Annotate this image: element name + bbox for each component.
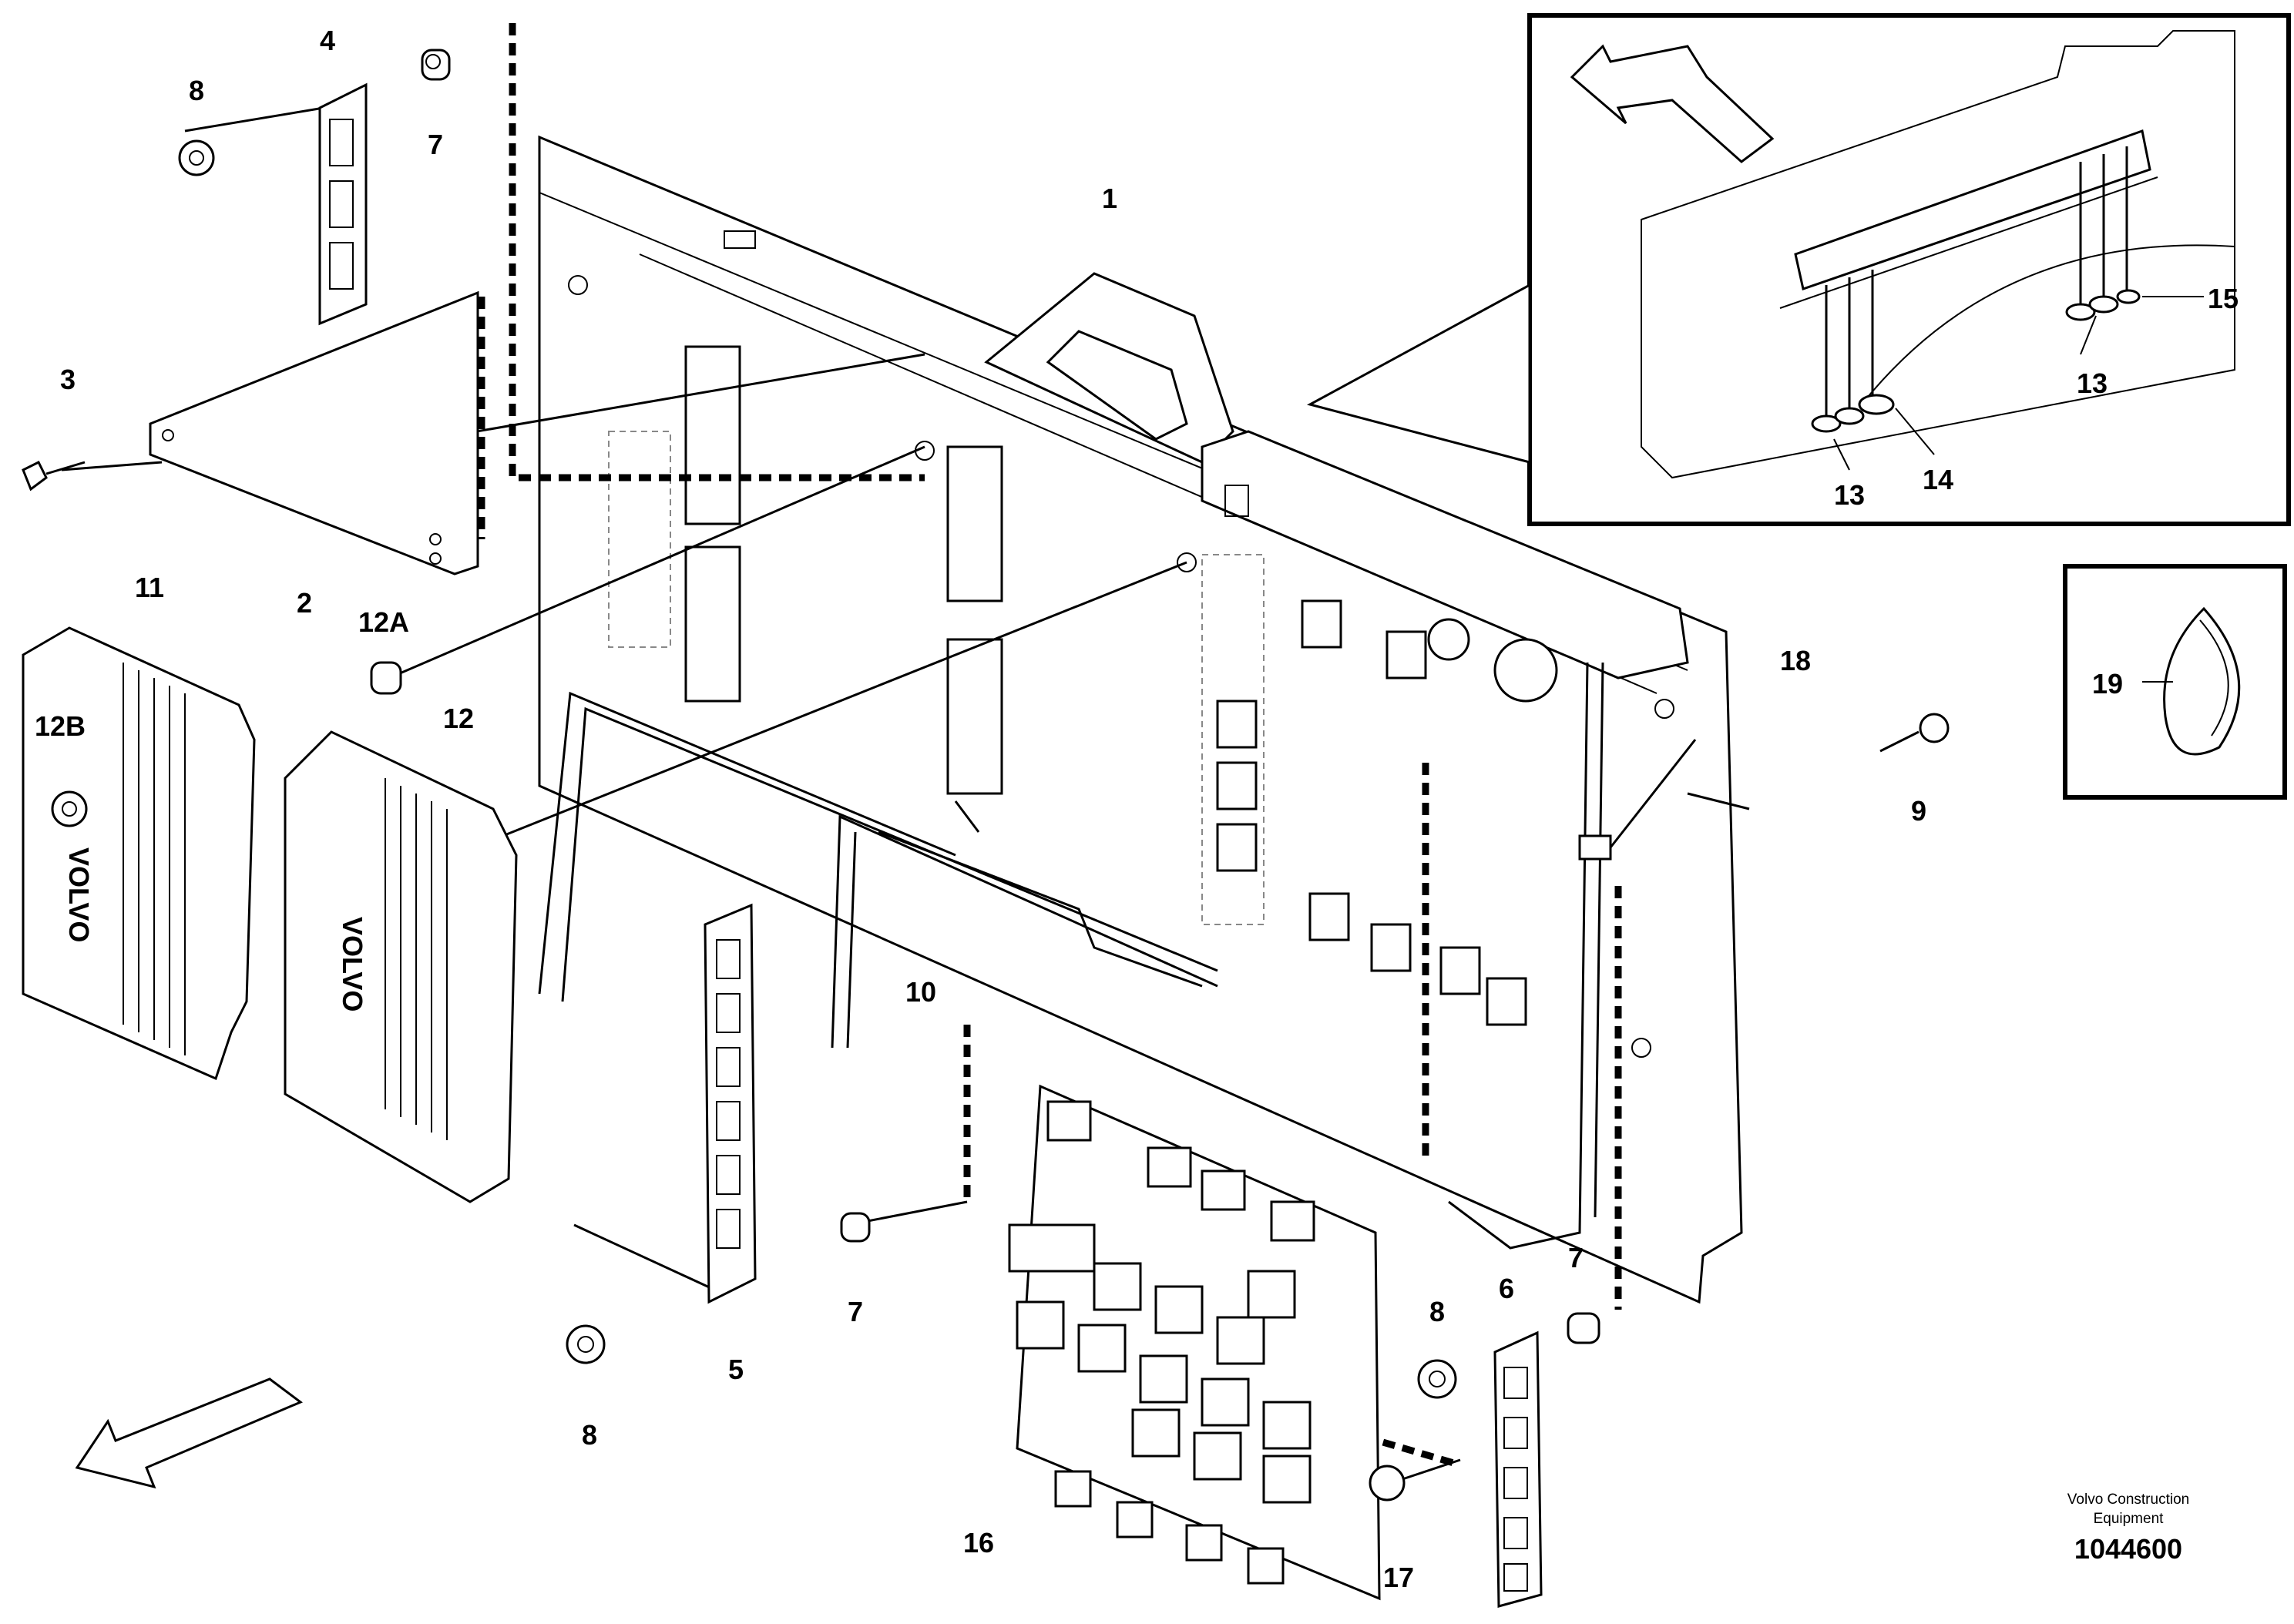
callouts: 1 2 3 4 5 6 7 7 7 8 8 8 9 10 11 12 12A 1… [35, 25, 2239, 1593]
control-module-1 [984, 272, 1234, 464]
label-7-top: 7 [428, 129, 443, 160]
cable-rail [1201, 430, 1689, 679]
part-18-clip [1578, 834, 1612, 861]
label-16: 16 [963, 1527, 994, 1559]
part-6-slot-plate [1493, 1330, 1543, 1608]
label-12a: 12A [358, 606, 409, 638]
leader-lines [61, 60, 1750, 1296]
part-3-screw [22, 460, 86, 492]
inset-pointer [1306, 283, 1531, 464]
part-9-screw [1879, 713, 1950, 753]
arrow-up-left-icon [1570, 44, 1775, 163]
label-11: 11 [135, 572, 164, 603]
connector-group-right [1216, 599, 1558, 1026]
label-5: 5 [728, 1354, 744, 1385]
part-12-ecu: VOLVO [284, 730, 518, 1203]
part-7-spacer-top [421, 49, 451, 81]
label-13-left: 13 [1834, 479, 1865, 511]
ecu-11-logo: VOLVO [63, 847, 95, 942]
part-12a-spacer [370, 661, 402, 695]
label-12: 12 [443, 703, 474, 734]
part-2-bracket [149, 290, 479, 575]
credit-line-2: Equipment [2094, 1511, 2165, 1527]
label-2: 2 [297, 587, 312, 619]
label-18: 18 [1780, 645, 1811, 676]
label-4: 4 [320, 25, 335, 56]
label-10: 10 [905, 976, 936, 1008]
connector-group-left [608, 345, 1265, 925]
label-7-right: 7 [1568, 1242, 1584, 1273]
part-4-slot-plate [318, 82, 368, 326]
label-19: 19 [2092, 668, 2123, 700]
part-16-relay-board [1008, 1084, 1381, 1601]
part-17-screw [1369, 1458, 1461, 1502]
label-8-right: 8 [1429, 1296, 1445, 1327]
credit-block: Volvo Construction Equipment 1044600 [2067, 1491, 2189, 1565]
arrow-down-left-icon [75, 1377, 303, 1489]
label-15: 15 [2208, 283, 2239, 314]
part-5-slot-plate [704, 903, 757, 1304]
label-12b: 12B [35, 710, 86, 742]
label-6: 6 [1499, 1273, 1514, 1304]
label-3: 3 [60, 364, 76, 395]
label-7-middle: 7 [848, 1296, 863, 1327]
part-8-nut-bottom [566, 1324, 606, 1364]
part-7-spacer-right [1567, 1312, 1600, 1344]
part-19-cable-tie-box [2063, 564, 2287, 800]
part-12b-nut [51, 790, 88, 827]
detail-inset [1306, 13, 2291, 526]
document-number: 1044600 [2074, 1533, 2182, 1565]
part-8-nut-right [1417, 1359, 1457, 1399]
label-9: 9 [1911, 795, 1926, 827]
part-7-spacer-middle [840, 1212, 871, 1243]
label-8-bottom: 8 [582, 1419, 597, 1451]
label-13-right: 13 [2077, 367, 2108, 399]
credit-line-1: Volvo Construction [2067, 1491, 2189, 1508]
label-8-top: 8 [189, 75, 204, 106]
label-17: 17 [1383, 1562, 1414, 1593]
part-8-nut-top [178, 139, 215, 176]
ecu-12-logo: VOLVO [337, 917, 368, 1012]
part-11-ecu: VOLVO [22, 626, 256, 1081]
label-1: 1 [1102, 183, 1117, 214]
wiring-harness [538, 662, 1604, 1250]
label-14: 14 [1923, 464, 1953, 495]
